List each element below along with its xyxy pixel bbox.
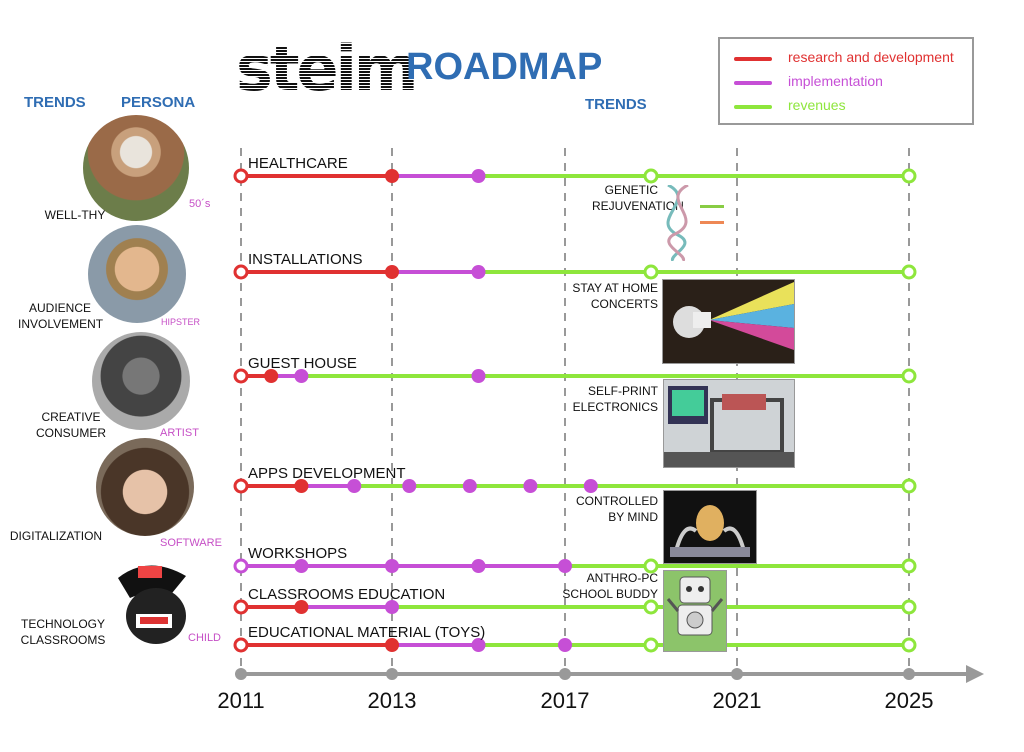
axis-arrow-icon (966, 665, 984, 683)
dna-helix-image (658, 183, 728, 262)
right-trends-header: TRENDS (585, 96, 647, 113)
milestone-open (643, 558, 659, 574)
year-label-2021: 2021 (713, 688, 762, 713)
man-photo (88, 225, 186, 323)
legend-box: research and development implementation … (718, 37, 974, 125)
milestone-filled (471, 638, 486, 652)
axis-tick-2021 (731, 668, 743, 680)
trend-label-5: ANTHRO-PC SCHOOL BUDDY (562, 571, 658, 601)
year-label-2013: 2013 (368, 688, 417, 713)
axis-tick-2011 (235, 668, 247, 680)
milestone-filled (294, 600, 309, 614)
milestone-open (901, 264, 917, 280)
milestone-open (233, 478, 249, 494)
trend-label-2: STAY AT HOME CONCERTS (572, 281, 658, 311)
milestone-filled (471, 559, 486, 573)
older-woman-photo (83, 115, 189, 221)
milestone-open (233, 558, 249, 574)
milestone-open (233, 599, 249, 615)
year-label-2011: 2011 (217, 688, 264, 713)
milestone-filled (385, 559, 399, 573)
milestone-open (901, 168, 917, 184)
row-label: APPS DEVELOPMENT (248, 465, 406, 482)
milestone-filled (294, 369, 309, 383)
axis-tick-2017 (559, 668, 571, 680)
milestone-filled (264, 369, 279, 383)
mind-control-image (663, 490, 757, 564)
milestone-filled (471, 265, 486, 279)
child-photo (108, 556, 198, 648)
row-label: WORKSHOPS (248, 545, 347, 562)
persona-trend-3: CREATIVE CONSUMER (36, 410, 107, 440)
legend-swatch-impl (734, 81, 772, 85)
persona-tag-2: HIPSTER (161, 317, 201, 327)
milestone-open (233, 637, 249, 653)
milestone-filled (471, 169, 486, 183)
milestone-open (901, 558, 917, 574)
steim-logo: steim (236, 32, 418, 105)
milestone-filled (558, 638, 572, 652)
legend-label-impl: implementation (788, 73, 883, 89)
milestone-filled (402, 479, 417, 493)
milestone-filled (471, 369, 486, 383)
milestone-open (233, 168, 249, 184)
milestone-filled (523, 479, 538, 493)
vr-headset-image (662, 279, 795, 364)
milestone-filled (583, 479, 598, 493)
persona-trend-5: TECHNOLOGY CLASSROOMS (20, 617, 106, 647)
legend-swatch-rev (734, 105, 772, 109)
milestone-filled (558, 559, 572, 573)
milestone-filled (294, 479, 309, 493)
milestone-filled (347, 479, 362, 493)
page-title: ROADMAP (406, 46, 603, 88)
milestone-filled (294, 559, 309, 573)
year-label-2017: 2017 (541, 688, 590, 713)
row-label: GUEST HOUSE (248, 355, 357, 372)
persona-tag-1: 50´s (189, 198, 211, 210)
legend-label-rev: revenues (788, 97, 846, 113)
row-label: EDUCATIONAL MATERIAL (TOYS) (248, 624, 485, 641)
milestone-open (233, 368, 249, 384)
milestone-filled (385, 600, 399, 614)
row-label: HEALTHCARE (248, 155, 348, 172)
milestone-open (643, 599, 659, 615)
milestone-filled (385, 265, 399, 279)
young-man-photo (96, 438, 194, 536)
persona-tag-3: ARTIST (160, 427, 199, 439)
milestone-filled (385, 169, 399, 183)
milestone-open (643, 168, 659, 184)
row-label: INSTALLATIONS (248, 251, 362, 268)
3d-printer-image (663, 379, 795, 468)
persona-tag-5: CHILD (188, 632, 222, 644)
artist-photo (92, 332, 190, 430)
legend-swatch-rd (734, 57, 772, 61)
milestone-filled (462, 479, 477, 493)
milestone-open (901, 368, 917, 384)
trend-label-1: GENETIC REJUVENATION (592, 183, 684, 213)
persona-trend-4: DIGITALIZATION (9, 529, 103, 543)
persona-trend-1: WELL-THY (44, 208, 106, 222)
robot-buddy-image (663, 570, 727, 652)
trend-label-3: SELF-PRINT ELECTRONICS (572, 384, 658, 414)
year-label-2025: 2025 (885, 688, 934, 713)
trend-label-4: CONTROLLED BY MIND (575, 494, 658, 524)
left-trends-header: TRENDS (24, 94, 86, 111)
axis-tick-2025 (903, 668, 915, 680)
persona-header: PERSONA (121, 94, 196, 111)
legend-label-rd: research and development (788, 49, 954, 65)
milestone-filled (385, 638, 399, 652)
row-label: CLASSROOMS EDUCATION (248, 586, 445, 603)
persona-trend-2: AUDIENCE INVOLVEMENT (18, 301, 104, 331)
persona-tag-4: SOFTWARE (160, 537, 222, 549)
milestone-open (901, 599, 917, 615)
milestone-open (643, 264, 659, 280)
milestone-open (233, 264, 249, 280)
milestone-open (901, 478, 917, 494)
milestone-open (643, 637, 659, 653)
milestone-open (901, 637, 917, 653)
axis-tick-2013 (386, 668, 398, 680)
